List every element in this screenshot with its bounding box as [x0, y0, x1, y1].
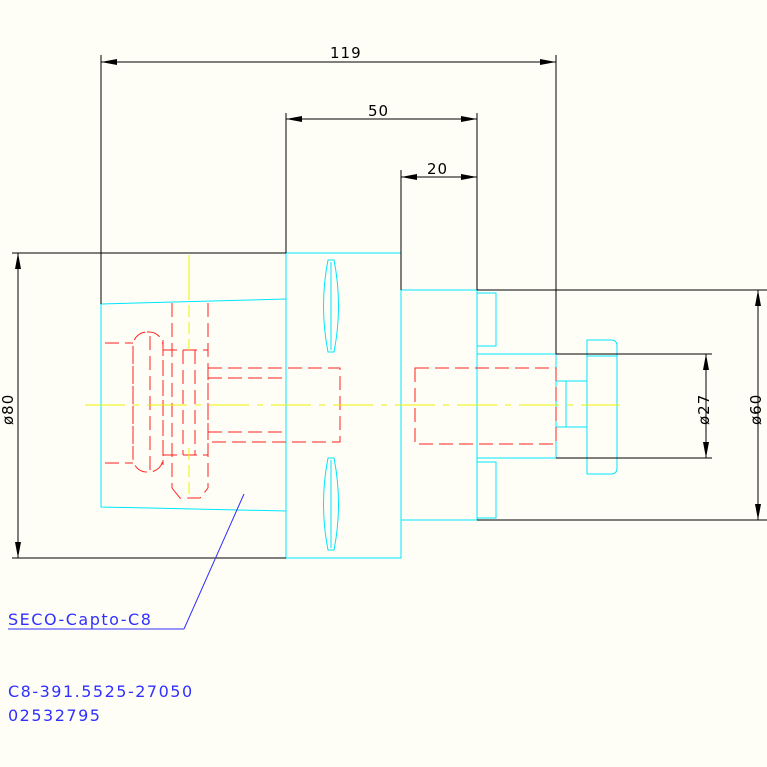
dim-119-text: 119 [330, 44, 362, 62]
dim-dia27-text: ø27 [695, 394, 713, 425]
dim-50-text: 50 [368, 102, 389, 120]
hidden-drill-point [171, 487, 209, 499]
screw-head [586, 339, 618, 475]
holder-label: SECO-Capto-C8 [8, 610, 152, 629]
lower-slot [323, 457, 339, 551]
centerlines [85, 255, 620, 495]
dim-dia60-text: ø60 [747, 394, 765, 425]
hidden-bore-left [132, 331, 164, 473]
dimension-lines [12, 55, 767, 559]
upper-key [476, 292, 497, 347]
dim-20-text: 20 [427, 160, 448, 178]
spigot [555, 380, 588, 428]
upper-slot [323, 259, 339, 353]
dim-dia80-text: ø80 [0, 394, 17, 425]
holder-leader [8, 493, 245, 630]
dimension-arrows [15, 59, 761, 558]
hidden-bore-right [414, 367, 557, 445]
lower-key [476, 461, 497, 519]
item-code-label: 02532795 [8, 706, 101, 725]
part-number-label: C8-391.5525-27050 [8, 682, 194, 701]
